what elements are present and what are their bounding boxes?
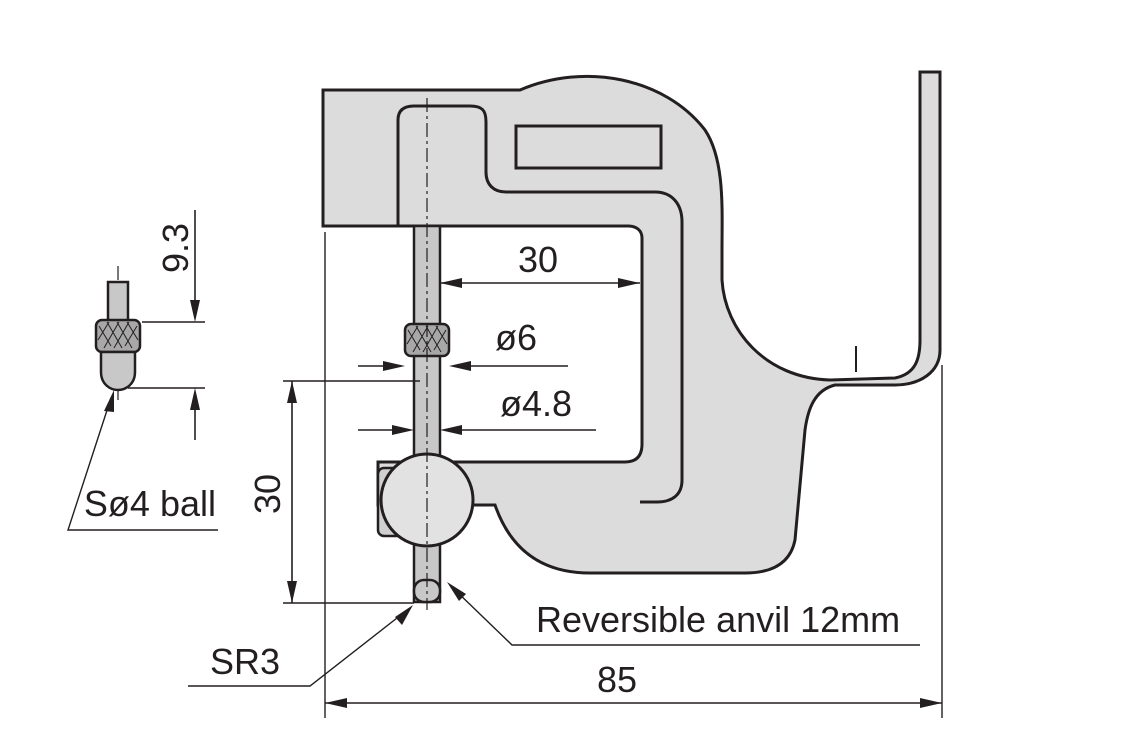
ball-tip-knurl-pattern [97, 321, 139, 349]
arrow-throat-left [440, 278, 462, 288]
arrow-ball-tip [104, 390, 114, 412]
arrow-spindle-left [392, 425, 414, 435]
ball-tip-head [99, 350, 137, 392]
arrow-overall-left [325, 698, 347, 708]
arrow-overall-right [920, 698, 942, 708]
label-spindle-travel: 30 [247, 474, 288, 514]
arrow-travel-top [287, 381, 297, 403]
label-contact-radius: SR3 [210, 641, 280, 682]
ball-tip-shank [106, 280, 130, 324]
leader-ball-tip [67, 397, 218, 531]
frame-inner-contour [396, 104, 684, 504]
label-spindle-diameter: ø4.8 [500, 383, 572, 424]
leader-contour-radius [188, 610, 407, 687]
arrow-9-3-lower [190, 388, 200, 410]
label-ball-tip: Sø4 ball [84, 483, 216, 524]
arrow-spindle-right [440, 425, 462, 435]
arrow-knurl-right [449, 361, 471, 371]
label-anvil: Reversible anvil 12mm [536, 599, 900, 640]
arrow-9-3-upper [190, 300, 200, 322]
arrow-anvil [447, 582, 466, 601]
label-overall-length: 85 [597, 659, 637, 700]
label-knurl-diameter: ø6 [495, 317, 537, 358]
arrow-throat-right [618, 278, 640, 288]
arrow-travel-bottom [287, 581, 297, 603]
ball-tip-knurl [94, 318, 142, 354]
gauge-frame [321, 70, 942, 575]
label-tip-length: 9.3 [155, 223, 196, 273]
arrow-knurl-left [383, 361, 405, 371]
label-throat-depth: 30 [518, 239, 558, 280]
frame-slot [514, 124, 663, 170]
leader-anvil [453, 588, 920, 646]
knurl-pattern [406, 325, 448, 353]
arrow-contour-radius [395, 605, 413, 625]
